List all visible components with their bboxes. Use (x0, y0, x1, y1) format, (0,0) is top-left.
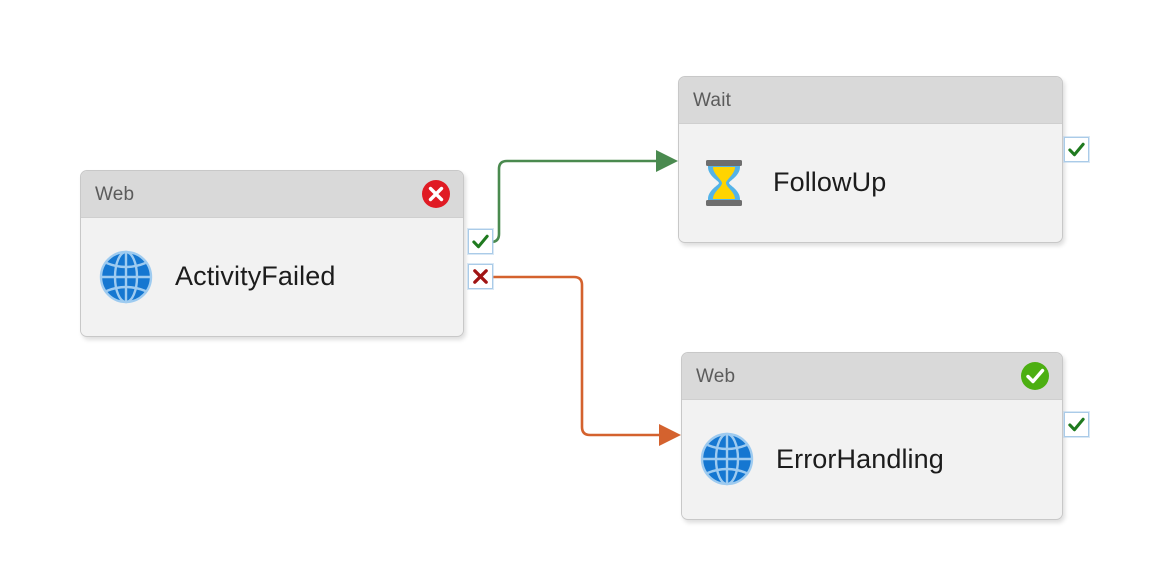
node-header-title: Web (95, 183, 135, 205)
green-check-circle-icon (1020, 361, 1050, 391)
node-error-handling[interactable]: Web (681, 352, 1063, 520)
node-header: Web (81, 171, 463, 218)
globe-icon (97, 248, 155, 306)
node-follow-up[interactable]: Wait FollowUp (678, 76, 1063, 243)
port-success-follow-up[interactable] (1064, 137, 1089, 162)
node-body: ErrorHandling (682, 400, 1062, 518)
node-label: ErrorHandling (776, 443, 944, 474)
node-header: Web (682, 353, 1062, 400)
node-header: Wait (679, 77, 1062, 124)
node-label: FollowUp (773, 167, 887, 197)
node-header-title: Web (696, 365, 736, 387)
port-failure-activity-failed[interactable] (468, 264, 493, 289)
node-body: FollowUp (679, 124, 1062, 241)
port-success-activity-failed[interactable] (468, 229, 493, 254)
node-body: ActivityFailed (81, 218, 463, 335)
globe-icon (698, 430, 756, 488)
edge-success (483, 150, 678, 244)
node-header-title: Wait (693, 89, 732, 111)
arrowhead-right (659, 424, 681, 446)
edge-failure (483, 275, 681, 446)
node-label: ActivityFailed (175, 261, 336, 291)
hourglass-icon (695, 154, 753, 212)
node-activity-failed[interactable]: Web (80, 170, 464, 337)
port-success-error-handling[interactable] (1064, 412, 1089, 437)
red-x-circle-icon (421, 179, 451, 209)
arrowhead-right (656, 150, 678, 172)
